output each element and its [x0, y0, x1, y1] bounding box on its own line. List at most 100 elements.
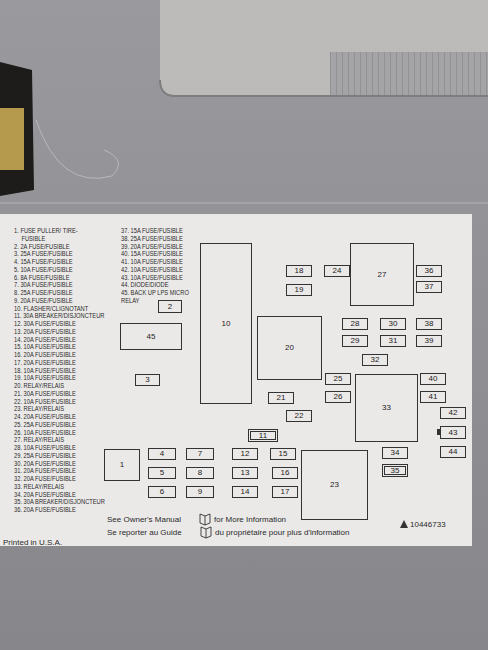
slot-number: 5 [160, 469, 164, 477]
slot-number: 15 [279, 450, 288, 458]
fuse-legend-entry: 43. 10A FUSE/FUSIBLE [121, 274, 183, 282]
fuse-legend-entry: 34. 20A FUSE/FUSIBLE [14, 491, 76, 499]
fuse-slot: 22 [286, 410, 312, 422]
slot-number: 21 [277, 394, 286, 402]
fuse-legend-entry: 10. FLASHER/CLIGNOTANT [14, 305, 88, 313]
slot-number: 24 [333, 267, 342, 275]
fuse-slot: 13 [232, 467, 258, 479]
fuse-legend-entry: 18. 10A FUSE/FUSIBLE [14, 367, 76, 375]
fuse-slot: 8 [186, 467, 214, 479]
slot-number: 32 [371, 356, 380, 364]
molding-edge [0, 202, 488, 204]
slot-number: 40 [429, 375, 438, 383]
slot-number: 28 [351, 320, 360, 328]
fuse-slot: 21 [268, 392, 294, 404]
fuse-legend-entry: 33. RELAY/RELAIS [14, 483, 64, 491]
slot-number: 43 [449, 429, 458, 437]
housing [160, 0, 488, 96]
fuse-legend-entry: 39. 20A FUSE/FUSIBLE [121, 243, 183, 251]
fuse-legend-entry: 35. 30A BREAKER/DISJONCTEUR [14, 498, 105, 506]
fuse-legend-entry: 16. 20A FUSE/FUSIBLE [14, 351, 76, 359]
fuse-slot: 25 [325, 373, 351, 385]
slot-number: 1 [120, 461, 124, 469]
slot-number: 13 [241, 469, 250, 477]
fuse-legend-entry: 14. 20A FUSE/FUSIBLE [14, 336, 76, 344]
fuse-slot: 42 [440, 407, 466, 419]
fuse-slot: 33 [355, 374, 418, 442]
fuse-slot: 6 [148, 486, 176, 498]
slot-number: 18 [295, 267, 304, 275]
fuse-legend-entry: 7. 30A FUSE/FUSIBLE [14, 281, 73, 289]
slot-number: 7 [198, 450, 202, 458]
fuse-slot: 12 [232, 448, 258, 460]
fuse-slot: 7 [186, 448, 214, 460]
slot-number: 37 [425, 283, 434, 291]
fuse-slot: 34 [382, 447, 408, 459]
gold-tab [0, 108, 24, 170]
fuse-slot: 3 [135, 374, 160, 386]
fuse-label-sticker [0, 214, 472, 546]
fuse-slot: 26 [325, 391, 351, 403]
fuse-slot: 31 [380, 335, 406, 347]
fuse-legend-entry: 29. 25A FUSE/FUSIBLE [14, 452, 76, 460]
book-icon [200, 514, 210, 525]
fuse-slot: 41 [420, 391, 446, 403]
fuse-slot: 15 [270, 448, 296, 460]
note-text: Printed in U.S.A. [3, 538, 62, 547]
book-icon [201, 527, 211, 538]
slot-number: 16 [281, 469, 290, 477]
slot-number: 35 [391, 467, 400, 475]
fuse-slot: 24 [324, 265, 350, 277]
fuse-legend-entry: 38. 25A FUSE/FUSIBLE [121, 235, 183, 243]
fuse-slot: 4 [148, 448, 176, 460]
fuse-slot: 29 [342, 335, 368, 347]
slot-number: 38 [425, 320, 434, 328]
slot-number: 19 [295, 286, 304, 294]
slot-number: 14 [241, 488, 250, 496]
scratch-line [36, 120, 118, 178]
fuse-slot: 9 [186, 486, 214, 498]
fuse-slot: 40 [420, 373, 446, 385]
fuse-legend-entry: 5. 10A FUSE/FUSIBLE [14, 266, 73, 274]
fuse-legend-entry: 6. 8A FUSE/FUSIBLE [14, 274, 70, 282]
fuse-legend-entry: 45. BACK UP LPS MICRO RELAY [121, 289, 199, 305]
fuse-legend-entry: 15. 10A FUSE/FUSIBLE [14, 343, 76, 351]
slot-number: 2 [168, 303, 172, 311]
fuse-legend-entry: 41. 10A FUSE/FUSIBLE [121, 258, 183, 266]
fuse-slot: 45 [120, 323, 182, 350]
fuse-slot: 14 [232, 486, 258, 498]
slot-number: 36 [425, 267, 434, 275]
fuse-legend-entry: 21. 30A FUSE/FUSIBLE [14, 390, 76, 398]
fuse-legend-entry: 9. 20A FUSE/FUSIBLE [14, 297, 73, 305]
black-object [0, 62, 34, 196]
slot-number: 34 [391, 449, 400, 457]
fuse-slot: 44 [440, 446, 466, 458]
note-text: Se reporter au Guide [107, 528, 182, 537]
fuse-slot: 38 [416, 318, 442, 330]
fuse-legend-entry: 8. 25A FUSE/FUSIBLE [14, 289, 73, 297]
fuse-legend-entry: 26. 10A FUSE/FUSIBLE [14, 429, 76, 437]
slot-number: 41 [429, 393, 438, 401]
slot-number: 20 [285, 344, 294, 352]
fuse-slot: 28 [342, 318, 368, 330]
fuse-legend-entry: 13. 20A FUSE/FUSIBLE [14, 328, 76, 336]
slot-number: 8 [198, 469, 202, 477]
fuse-legend-entry: 40. 15A FUSE/FUSIBLE [121, 250, 183, 258]
fuse-legend-entry: 12. 30A FUSE/FUSIBLE [14, 320, 76, 328]
fuse-slot: 1 [104, 449, 140, 481]
fuse-legend-entry: 22. 10A FUSE/FUSIBLE [14, 398, 76, 406]
fuse-legend-entry: 30. 20A FUSE/FUSIBLE [14, 460, 76, 468]
housing-shadow [160, 80, 488, 96]
fuse-slot: 10 [200, 243, 252, 404]
fuse-slot: 27 [350, 243, 414, 306]
fuse-legend-entry: 37. 15A FUSE/FUSIBLE [121, 227, 183, 235]
slot-number: 29 [351, 337, 360, 345]
slot-number: 11 [259, 432, 267, 440]
slot-number: 10 [222, 320, 231, 328]
fuse-legend-entry: 2. 2A FUSE/FUSIBLE [14, 243, 70, 251]
fuse-slot: 36 [416, 265, 442, 277]
slot-number: 9 [198, 488, 202, 496]
fuse-legend-entry: 36. 20A FUSE/FUSIBLE [14, 506, 76, 514]
fuse-slot: 37 [416, 281, 442, 293]
